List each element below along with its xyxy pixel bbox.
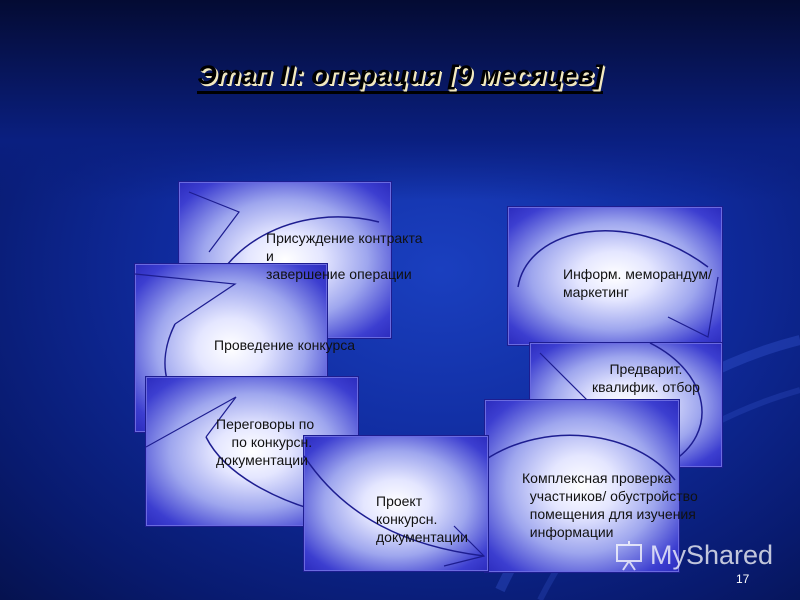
- step-draft-docs-label: Проект конкурсн. документации: [376, 493, 468, 545]
- arrow-cycle-icon: [485, 434, 676, 481]
- arrow-cycle-icon: [517, 230, 719, 338]
- page-number: 17: [736, 572, 750, 586]
- step-due-diligence-box: [484, 399, 680, 573]
- step-info-memo-box: [507, 206, 723, 346]
- slide-title: Этап II: операция [9 месяцев]: [0, 60, 800, 94]
- arrow-cycle-icon: [304, 455, 486, 567]
- step-negotiations-label: Переговоры по по конкурсн. документации: [216, 416, 315, 468]
- watermark-text: MyShared: [650, 540, 774, 570]
- presentation-board-icon: [616, 541, 642, 571]
- step-award-label: Присуждение контракта и завершение опера…: [266, 230, 423, 282]
- step-tender-label: Проведение конкурса: [214, 337, 356, 353]
- slide-title-text: Этап II: операция [9 месяцев]: [197, 60, 603, 94]
- step-info-memo-label: Информ. меморандум/ маркетинг: [563, 266, 712, 300]
- step-prequal-label: Предварит. квалифик. отбор: [592, 361, 700, 395]
- step-draft-docs-box: [303, 435, 489, 572]
- step-due-diligence-label: Комплексная проверка участников/ обустро…: [522, 470, 698, 540]
